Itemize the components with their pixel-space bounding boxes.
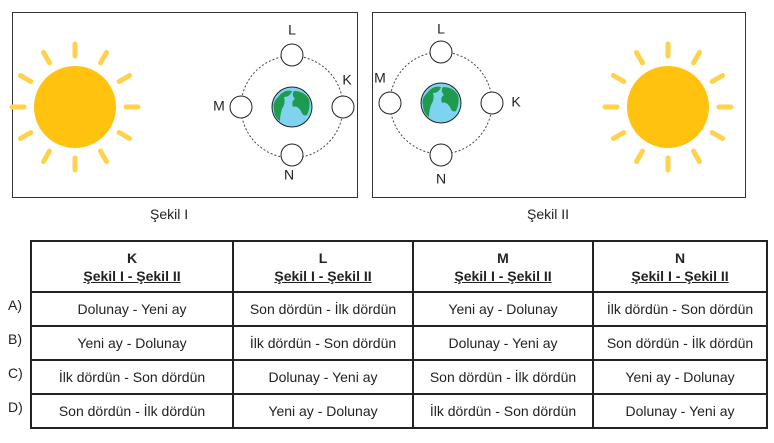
figure-2-frame (372, 12, 746, 198)
sun-ray (691, 49, 702, 66)
sun-ray (41, 148, 52, 165)
figure-1-caption: Şekil I (150, 206, 189, 222)
sun-ray (634, 49, 645, 66)
sun-ray (709, 130, 726, 141)
moon-position-k (331, 95, 355, 119)
sun-ray (17, 130, 34, 141)
option-c-label: C) (8, 365, 23, 381)
moon-position-n (429, 143, 453, 167)
moon-position-n (280, 143, 304, 167)
cell: Dolunay - Yeni ay (592, 393, 768, 429)
cell: Yeni ay - Dolunay (30, 325, 234, 361)
moon-position-m (378, 91, 402, 115)
sun-ray (41, 49, 52, 66)
figure-1: L K M N (9, 22, 355, 183)
cell: Son dördün - İlk dördün (412, 359, 594, 395)
sun-icon (627, 66, 709, 148)
cell: Dolunay - Yeni ay (412, 325, 594, 361)
sun-ray (634, 148, 645, 165)
cell: Son dördün - İlk dördün (232, 291, 414, 327)
moon-label-m: M (213, 98, 225, 114)
moon-label-n: N (284, 167, 294, 183)
cell: Dolunay - Yeni ay (232, 359, 414, 395)
cell: Son dördün - İlk dördün (30, 393, 234, 429)
sun-ray (610, 130, 627, 141)
option-d-label: D) (8, 399, 23, 415)
cell: İlk dördün - Son dördün (412, 393, 594, 429)
figure-2-caption: Şekil II (527, 206, 570, 222)
moon-label-k: K (342, 72, 352, 88)
sun-ray (116, 130, 133, 141)
moon-position-l (429, 40, 453, 64)
figures: L K M N L K M N (9, 12, 746, 198)
moon-position-k (480, 91, 504, 115)
figure-2: L K M N (374, 21, 734, 187)
earth-land (292, 91, 310, 116)
cell: Yeni ay - Dolunay (592, 359, 768, 395)
cell: Dolunay - Yeni ay (30, 291, 234, 327)
sun-ray (98, 148, 109, 165)
option-b-label: B) (8, 331, 22, 347)
earth-land (422, 86, 441, 117)
cell: Yeni ay - Dolunay (412, 291, 594, 327)
sun-ray (709, 73, 726, 84)
earth-land (273, 90, 292, 121)
sun-ray (691, 148, 702, 165)
moon-label-m: M (374, 70, 386, 86)
cell: İlk dördün - Son dördün (232, 325, 414, 361)
moon-label-k: K (511, 94, 521, 110)
cell: İlk dördün - Son dördün (592, 291, 768, 327)
sun-ray (610, 73, 627, 84)
earth-land (441, 87, 459, 112)
cell: Yeni ay - Dolunay (232, 393, 414, 429)
cell: İlk dördün - Son dördün (30, 359, 234, 395)
cell: Son dördün - İlk dördün (592, 325, 768, 361)
moon-label-l: L (288, 22, 296, 38)
moon-label-l: L (437, 21, 445, 37)
sun-ray (116, 73, 133, 84)
moon-position-l (280, 43, 304, 67)
sun-ray (17, 73, 34, 84)
sun-ray (98, 49, 109, 66)
moon-label-n: N (436, 171, 446, 187)
sun-icon (34, 66, 116, 148)
option-a-label: A) (8, 297, 22, 313)
moon-position-m (229, 95, 253, 119)
